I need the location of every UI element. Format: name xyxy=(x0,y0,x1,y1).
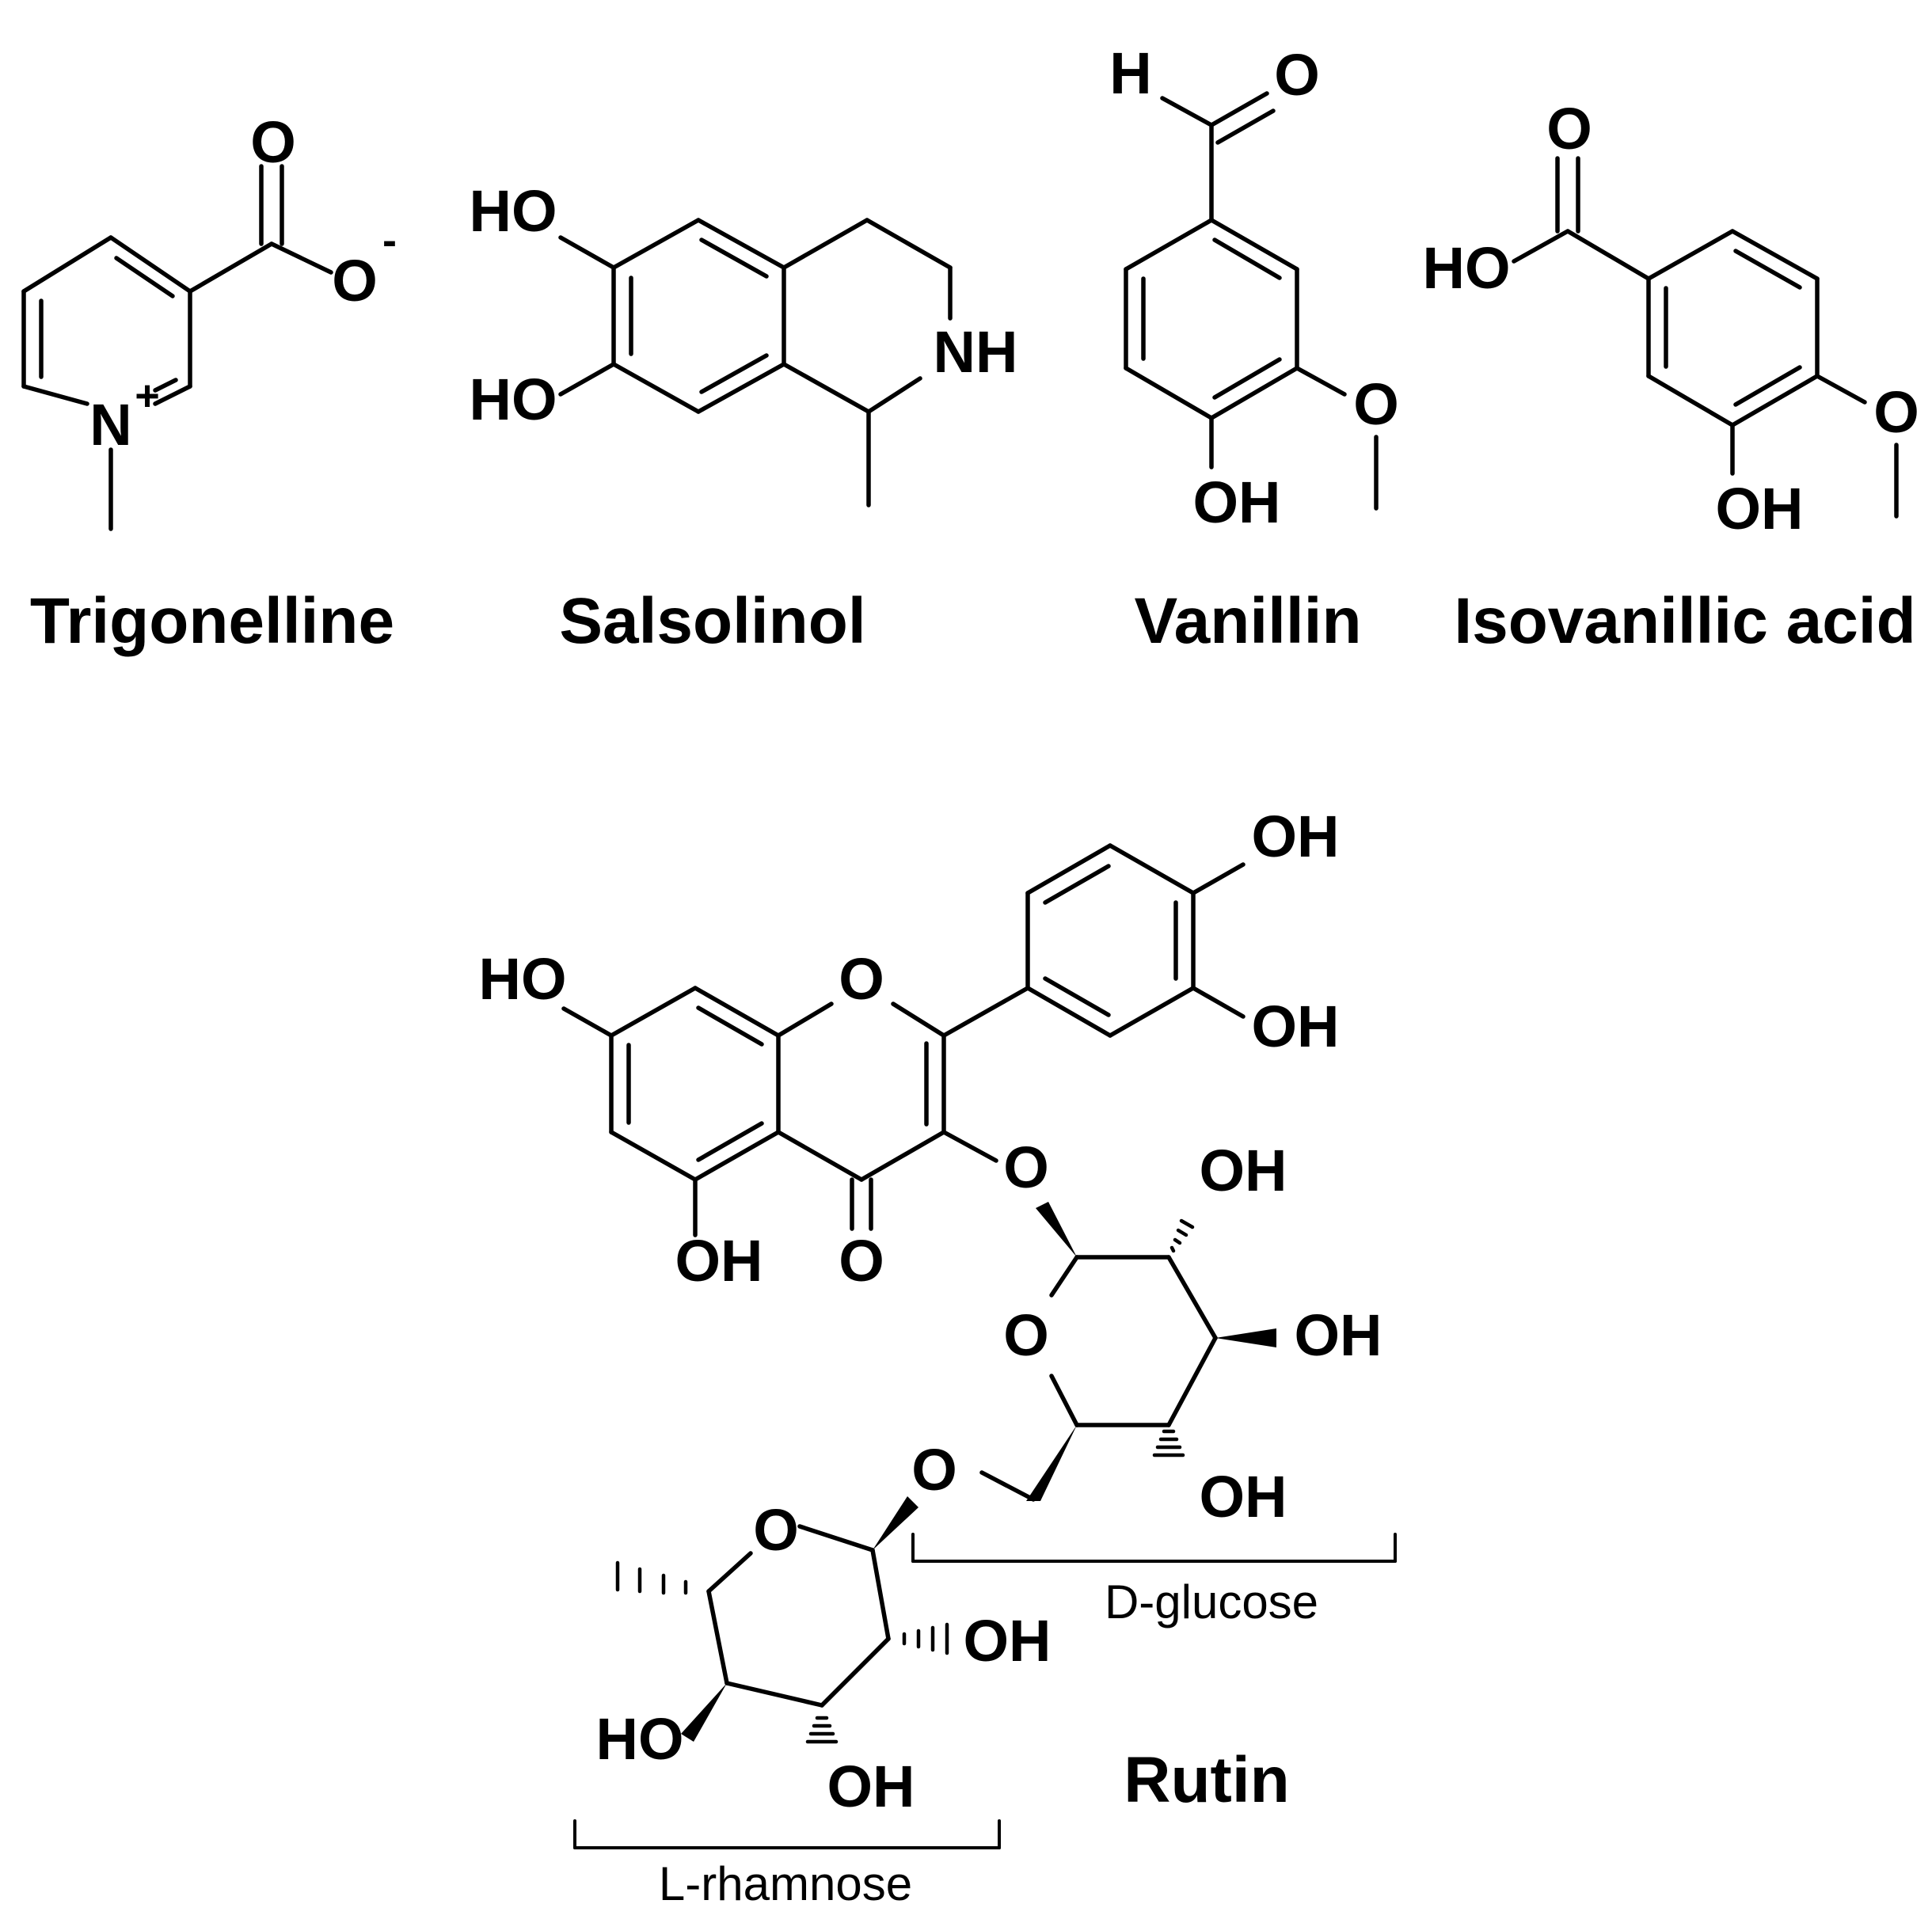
glucose-c1-wedge xyxy=(1036,1202,1077,1257)
glucose-bracket xyxy=(911,1533,1397,1563)
glucose-c5-wedge xyxy=(1026,1425,1077,1501)
vanillin-structure: H O O OH xyxy=(1109,40,1399,535)
salsolinol-nh-label: NH xyxy=(934,319,1018,385)
glucose-oh-4-label: OH xyxy=(1200,1464,1287,1530)
rhamnose-c4-wedge xyxy=(681,1683,727,1742)
glucose-c4-hash xyxy=(1152,1429,1185,1457)
rhamnose-bracket-label: L-rhamnose xyxy=(659,1857,912,1910)
salsolinol-structure: HO HO NH xyxy=(470,178,1018,507)
rhamnose-ho-4-label: HO xyxy=(596,1706,684,1772)
rutin-rhamnose-bonds xyxy=(706,1524,891,1708)
rutin-carbonyl-o-label: O xyxy=(839,1228,884,1294)
glucose-6-o-label: O xyxy=(911,1437,957,1503)
glucose-oh-3-label: OH xyxy=(1295,1302,1382,1368)
isovanillic-ho-label: HO xyxy=(1423,235,1511,301)
vanillin-name: Vanillin xyxy=(1134,585,1361,657)
trigonelline-o-minus-label: O xyxy=(332,248,378,314)
trigonelline-positive-charge: + xyxy=(135,372,160,420)
trigonelline-structure: O O - N + xyxy=(21,109,397,531)
trigonelline-negative-charge: - xyxy=(382,217,397,264)
rhamnose-oh-2-label: OH xyxy=(964,1608,1052,1674)
rutin-oh-5-label: OH xyxy=(675,1228,763,1294)
isovanillic-acid-structure: O HO O OH xyxy=(1423,96,1919,542)
rhamnose-bracket xyxy=(573,1819,1001,1849)
rutin-ho-7-label: HO xyxy=(479,946,567,1012)
trigonelline-bonds xyxy=(21,164,333,531)
isovanillic-methoxy-o-label: O xyxy=(1873,379,1919,445)
glucose-bracket-label: D-glucose xyxy=(1105,1575,1318,1628)
salsolinol-ho-bottom-label: HO xyxy=(470,367,557,432)
trigonelline-nitrogen-label: N xyxy=(89,392,131,458)
isovanillic-oh-label: OH xyxy=(1716,476,1804,542)
rutin-3-o-label: O xyxy=(1003,1134,1049,1200)
rutin-oh-3prime-label: OH xyxy=(1252,994,1340,1059)
rhamnose-c1-wedge xyxy=(873,1496,918,1550)
salsolinol-bonds xyxy=(558,218,953,507)
trigonelline-o-top-label: O xyxy=(250,109,296,175)
rutin-oh-4prime-label: OH xyxy=(1252,804,1340,869)
vanillin-bonds xyxy=(1124,91,1379,511)
rhamnose-c3-hash xyxy=(805,1716,839,1744)
rutin-structure: HO O OH OH OH O O OH O OH OH O O OH HO O… xyxy=(479,804,1397,1910)
isovanillic-acid-name: Isovanillic acid xyxy=(1454,585,1915,657)
glucose-oh-2-label: OH xyxy=(1200,1138,1287,1203)
glucose-c3-wedge xyxy=(1215,1328,1276,1347)
rutin-flavonoid-bonds xyxy=(561,843,1246,1237)
rutin-name: Rutin xyxy=(1124,1744,1289,1816)
rhamnose-c5-hash xyxy=(615,1560,688,1595)
salsolinol-ho-top-label: HO xyxy=(470,178,557,244)
rhamnose-oh-3-label: OH xyxy=(827,1754,915,1819)
vanillin-aldehyde-o-label: O xyxy=(1274,42,1320,108)
glucose-ring-o-label: O xyxy=(1003,1302,1049,1368)
isovanillic-o-top-label: O xyxy=(1546,96,1592,162)
rutin-glucose-bonds xyxy=(979,1255,1218,1502)
glucose-c2-hash xyxy=(1169,1218,1195,1253)
salsolinol-name: Salsolinol xyxy=(559,585,865,657)
vanillin-h-label: H xyxy=(1109,40,1151,106)
trigonelline-name: Trigonelline xyxy=(30,585,394,657)
rhamnose-ring-o-label: O xyxy=(753,1497,799,1563)
vanillin-methoxy-o-label: O xyxy=(1353,371,1399,437)
isovanillic-acid-bonds xyxy=(1512,156,1899,519)
vanillin-oh-label: OH xyxy=(1193,469,1281,535)
rhamnose-c2-hash xyxy=(902,1622,949,1655)
rutin-ring-o-label: O xyxy=(839,946,884,1012)
